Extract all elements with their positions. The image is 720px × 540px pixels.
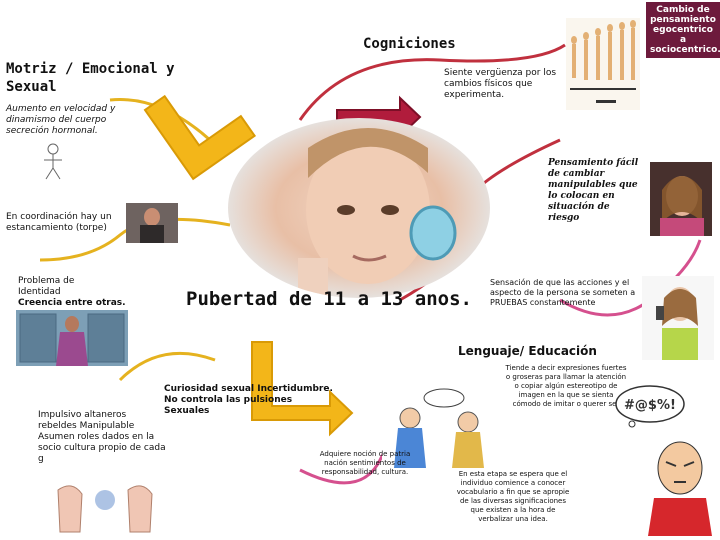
teen-face-photo: [228, 118, 490, 298]
curve-yellow-bottom-left: [120, 353, 215, 380]
thought-bubble-icon: #@$%!: [612, 382, 688, 430]
verguenza-note: Siente vergüenza por los cambios físicos…: [444, 68, 564, 101]
door-girl-image: [16, 310, 128, 366]
problema-label: Problema de Identidad: [18, 276, 108, 298]
figure-sketch: [36, 142, 70, 180]
growth-chart-image: [566, 18, 640, 110]
corner-note: Cambio de pensamiento egocentrico a soci…: [646, 2, 720, 58]
center-title: Pubertad de 11 a 13 anos.: [186, 288, 472, 310]
girl-phone-photo: [642, 276, 714, 360]
impulsivo-note: Impulsivo altaneros rebeldes Manipulable…: [38, 410, 166, 465]
curiosidad-note: Curiosidad sexual Incertidumbre. No cont…: [164, 384, 334, 417]
cogniciones-title: Cogniciones: [363, 36, 456, 52]
girl-smiling-photo: [650, 162, 712, 236]
tiende-note: Tiende a decir expresiones fuertes o gro…: [504, 364, 628, 409]
etapa-note: En esta etapa se espera que el individuo…: [456, 470, 570, 524]
svg-text:#@$%!: #@$%!: [624, 398, 676, 413]
boy-sitting-photo: [126, 203, 178, 243]
motriz-title: Motriz / Emocional y Sexual: [6, 60, 196, 96]
aumento-note: Aumento en velocidad y dinamismo del cue…: [6, 104, 126, 137]
hands-image: [48, 480, 162, 536]
creencia-label: Creencia entre otras.: [18, 298, 128, 309]
coordinacion-note: En coordinación hay un estancamiento (to…: [6, 212, 124, 234]
angry-teen-image: [640, 432, 716, 536]
lenguaje-title: Lenguaje/ Educación: [458, 344, 597, 358]
sensacion-note: Sensación de que las acciones y el aspec…: [490, 278, 638, 308]
adquiere-note: Adquiere noción de patria nación sentimi…: [316, 450, 414, 477]
pensamiento-note: Pensamiento fácil de cambiar manipulable…: [548, 158, 640, 224]
